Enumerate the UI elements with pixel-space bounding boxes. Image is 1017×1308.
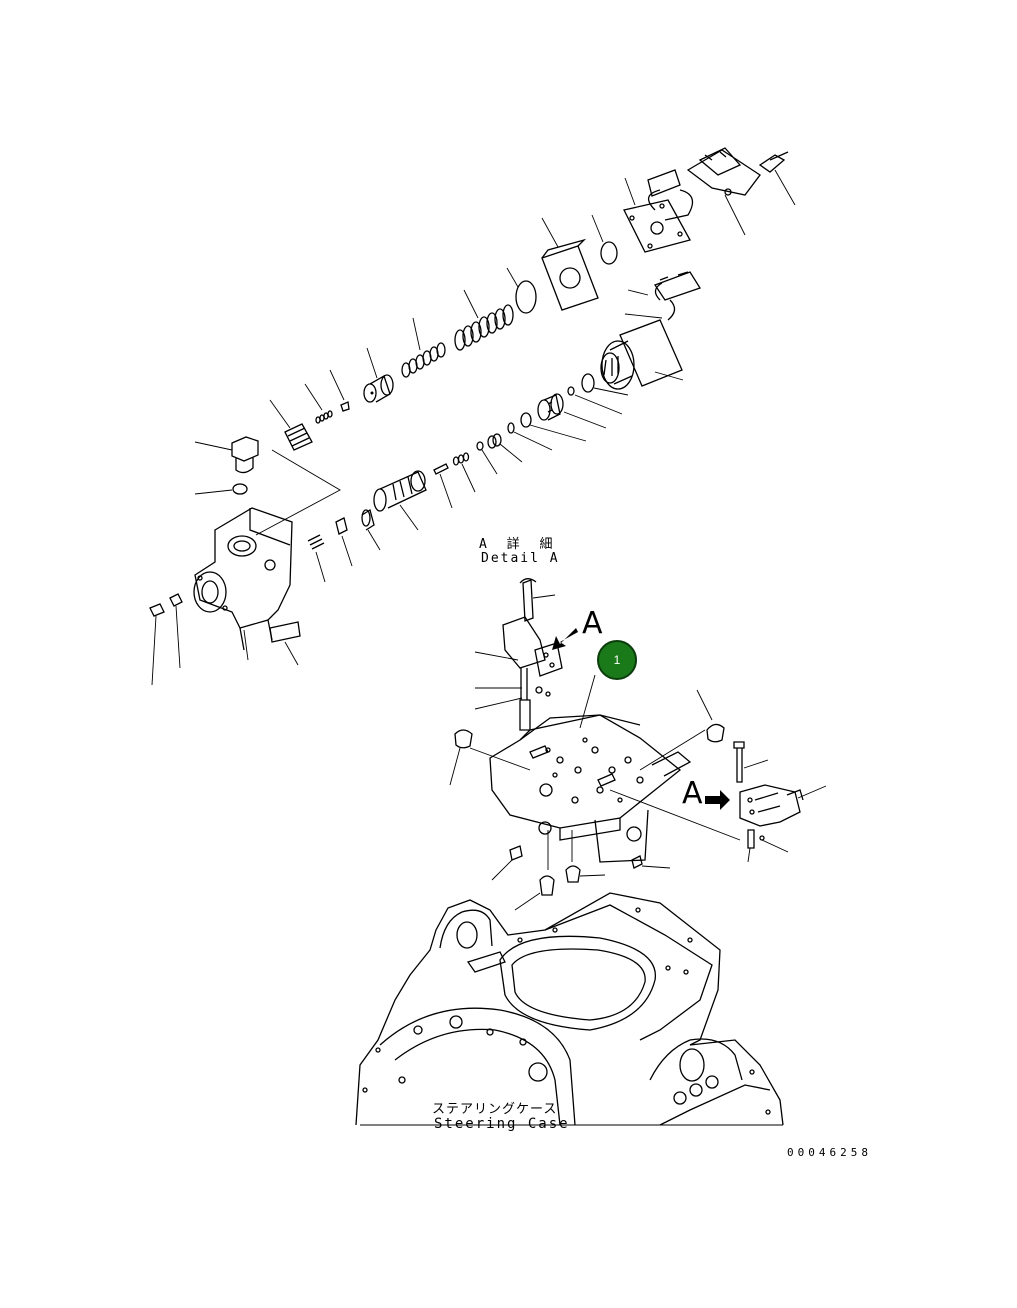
name-plate	[269, 621, 301, 666]
plug-washer	[194, 483, 248, 495]
spool-spring-small	[452, 452, 476, 493]
damper-left	[449, 729, 473, 786]
spool-piston	[363, 347, 394, 403]
detail-a-solenoid-right	[739, 784, 827, 863]
view-marker-a-top: A	[582, 606, 603, 641]
view-arrow-a-top	[552, 628, 578, 650]
small-ball	[476, 441, 498, 475]
valve-plate-assembly	[469, 674, 741, 863]
steering-case-label-english: Steering Case	[434, 1116, 570, 1132]
spool-small-parts	[307, 508, 381, 583]
spring-retainer-coil	[269, 399, 313, 451]
retainer-ring-pair	[487, 433, 523, 463]
plug-bolt	[194, 436, 259, 474]
valve-body	[193, 507, 293, 661]
detail-a-label-japanese: A 詳 細	[479, 537, 559, 552]
solenoid-cover-plate	[623, 169, 694, 253]
steering-case-housing	[355, 892, 784, 1126]
proportional-solenoid	[600, 319, 684, 390]
o-ring-housing	[506, 267, 537, 314]
pin	[433, 463, 453, 509]
callout-badge-number: 1	[613, 653, 621, 667]
valve-sleeve	[537, 393, 607, 429]
damper-right	[696, 689, 725, 743]
connector-bracket-assembly	[686, 147, 796, 236]
callout-badge[interactable]: 1	[597, 640, 637, 680]
plug-small-left	[149, 593, 183, 686]
valve-housing-block	[541, 217, 599, 311]
lower-fasteners	[491, 830, 671, 911]
o-ring-top	[591, 214, 618, 265]
solenoid-connector	[624, 271, 701, 321]
figure-number: 00046258	[787, 1146, 872, 1159]
spring-medium	[401, 317, 446, 378]
steering-case-label-japanese: ステアリングケース	[432, 1102, 558, 1117]
main-spool	[373, 470, 427, 531]
detail-a-label-english: Detail A	[481, 551, 560, 566]
view-marker-a-right: A	[682, 776, 703, 811]
group-leader-line	[255, 449, 341, 536]
o-ring-solenoid	[581, 373, 629, 396]
view-arrow-a-right	[705, 790, 730, 810]
bolt-right	[733, 741, 769, 783]
small-spring-and-retainer	[304, 369, 350, 424]
o-ring-sleeve	[520, 412, 587, 442]
snap-ring	[507, 422, 553, 451]
detail-a-solenoid	[474, 578, 563, 731]
spring-large	[454, 289, 514, 351]
small-o-ring	[567, 386, 623, 415]
